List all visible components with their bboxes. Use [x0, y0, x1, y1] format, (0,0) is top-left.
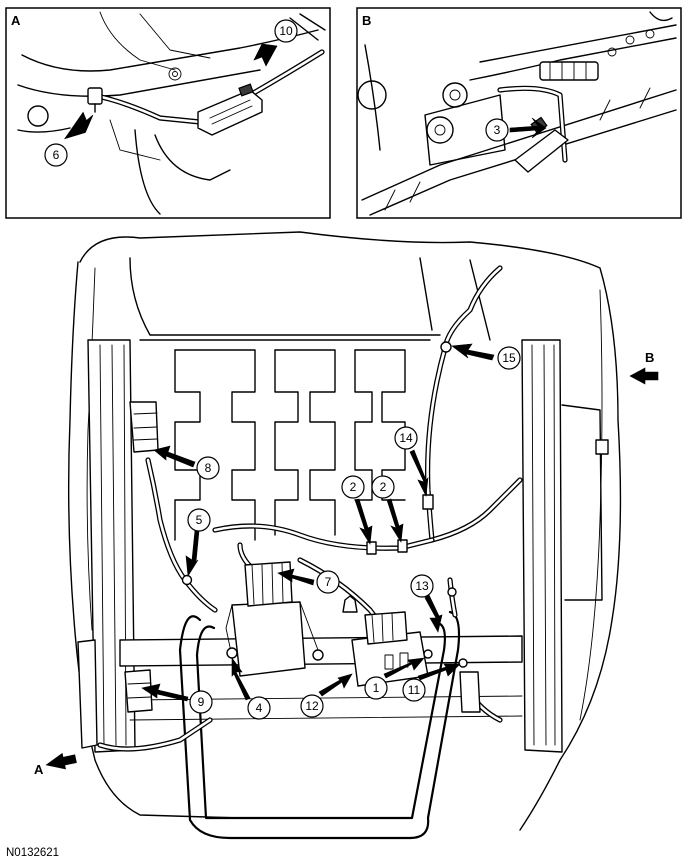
view-marker-a: A [34, 752, 77, 777]
callout-3: 3 [485, 118, 509, 142]
callout-13: 13 [410, 574, 434, 598]
svg-text:10: 10 [279, 24, 293, 38]
svg-text:13: 13 [415, 579, 429, 593]
svg-text:2: 2 [350, 480, 357, 494]
callout-4: 4 [247, 696, 271, 720]
view-marker-b: B [629, 350, 659, 385]
svg-text:2: 2 [380, 480, 387, 494]
callout-12: 12 [300, 694, 324, 718]
callout-5: 5 [187, 508, 211, 532]
svg-text:9: 9 [198, 695, 205, 709]
svg-text:15: 15 [502, 351, 516, 365]
svg-text:12: 12 [305, 699, 319, 713]
main-marker-b-label: B [645, 350, 654, 365]
main-marker-a-label: A [34, 762, 44, 777]
svg-text:1: 1 [373, 681, 380, 695]
svg-text:8: 8 [205, 461, 212, 475]
callout-8: 8 [196, 456, 220, 480]
callout-1: 1 [364, 676, 388, 700]
detail-view-a: A [5, 7, 331, 219]
view-b-label: B [362, 13, 371, 28]
callout-6: 6 [44, 143, 68, 167]
svg-text:7: 7 [325, 575, 332, 589]
view-a-label: A [11, 13, 21, 28]
callout-15: 15 [497, 346, 521, 370]
callout-10: 10 [274, 19, 298, 43]
svg-text:3: 3 [494, 123, 501, 137]
main-view-seat-underside [67, 231, 622, 840]
svg-text:14: 14 [399, 431, 413, 445]
callout-2-left: 2 [341, 475, 365, 499]
svg-text:6: 6 [53, 148, 60, 162]
figure-id: N0132621 [6, 847, 59, 859]
callout-14: 14 [394, 426, 418, 450]
callout-7: 7 [316, 570, 340, 594]
callout-9: 9 [189, 690, 213, 714]
svg-text:4: 4 [256, 701, 263, 715]
callout-2-right: 2 [371, 475, 395, 499]
svg-text:11: 11 [408, 683, 421, 697]
detail-view-b: B [356, 7, 682, 219]
callout-leaders [64, 43, 547, 702]
callout-11: 11 [402, 678, 426, 702]
svg-text:5: 5 [196, 513, 203, 527]
